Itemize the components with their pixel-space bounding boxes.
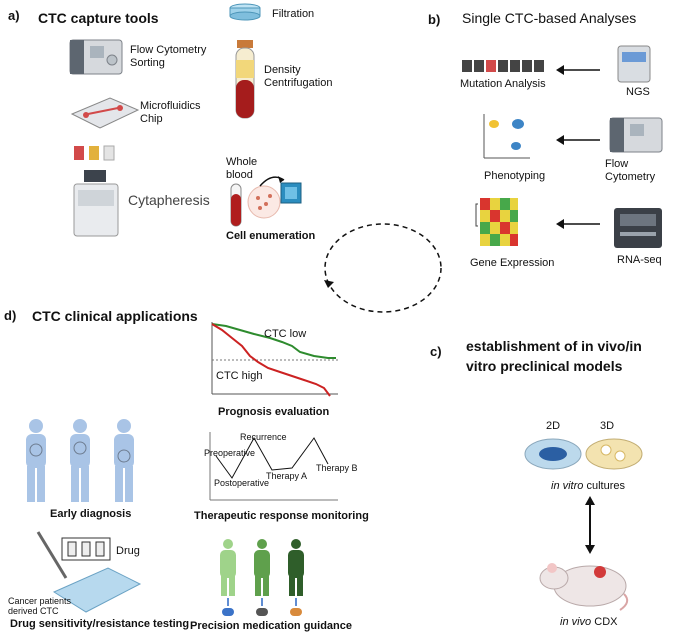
preoperative-label: Preoperative [204,448,256,458]
cancer-patients-derived-ctc-label: Cancer patients derived CTC [8,596,72,616]
therapeutic-monitoring-chart-icon [209,432,338,501]
flow-cytometer-sorter-icon [69,39,123,75]
filtration-icon [229,3,261,21]
curved-arrow-icon [259,176,285,187]
flow-cytometry-label: Flow Cytometry [605,158,656,183]
precision-medication-figures-icon [220,539,304,616]
mouse-icon [539,563,629,611]
therapy-b-label: Therapy B [316,463,358,473]
in-vitro-rest: cultures [583,480,625,492]
2d-label: 2D [546,420,561,432]
phenotyping-label: Phenotyping [484,170,546,182]
whole-blood-label: Whole blood [226,156,258,181]
pipette-icon [36,531,68,579]
recurrence-label: Recurrence [240,432,287,442]
in-vivo-cdx-label: in vivo CDX [560,616,617,629]
cell-count-chip-icon [280,182,302,204]
panel-c-title: establishment of in vivo/in vitro precli… [466,338,642,374]
petri-dish-3d-icon [585,438,643,470]
cell-enumeration-label: Cell enumeration [226,230,316,242]
cell-sample-icon [247,185,281,219]
microfluidics-chip-label: Microfluidics Chip [140,100,201,125]
drug-sensitivity-testing-label: Drug sensitivity/resistance testing [10,618,190,630]
therapeutic-response-monitoring-label: Therapeutic response monitoring [194,510,369,522]
survival-curve-chart-icon [211,322,338,397]
panel-a-title: CTC capture tools [38,10,159,26]
blood-tube-icon [230,183,242,227]
well-plate-icon [52,567,142,613]
cytapheresis-label: Cytapheresis [128,192,210,208]
mutation-analysis-label: Mutation Analysis [460,78,546,90]
precision-medication-guidance-label: Precision medication guidance [190,620,352,632]
3d-label: 3D [600,420,615,432]
panel-d-title: CTC clinical applications [32,308,198,324]
panel-d-letter: d) [4,308,17,323]
arrow-flow-to-phenotyping-icon [556,135,600,145]
panel-a-letter: a) [8,8,20,23]
panel-c-letter: c) [430,344,442,359]
dna-sequence-icon [462,60,544,72]
ctc-high-label: CTC high [216,370,263,382]
flow-cytometer-icon [609,117,663,153]
flow-cytometry-sorting-label: Flow Cytometry Sorting [130,44,207,69]
dashed-cycle-arrow-icon [324,223,442,313]
density-centrifugation-tube-icon [235,40,255,119]
density-centrifugation-label: Density Centrifugation [264,64,333,89]
prognosis-evaluation-label: Prognosis evaluation [218,406,330,418]
gene-expression-label: Gene Expression [470,257,555,269]
filtration-label: Filtration [272,8,315,20]
rna-sequencer-icon [614,208,662,248]
human-figures-icon [26,419,134,502]
in-vivo-rest: CDX [591,616,618,628]
in-vitro-italic: in vitro [551,480,584,492]
drug-vials-icon [61,537,111,561]
panel-b-letter: b) [428,12,441,27]
double-arrow-icon [585,496,595,554]
therapy-a-label: Therapy A [266,471,308,481]
gene-expression-heatmap-icon [475,198,518,246]
in-vivo-italic: in vivo [560,616,592,628]
early-diagnosis-label: Early diagnosis [50,508,132,520]
ngs-sequencer-icon [617,45,651,83]
arrow-ngs-to-mutation-icon [556,65,600,75]
microfluidics-chip-icon [70,97,140,129]
phenotyping-scatter-plot-icon [483,114,530,159]
ctc-low-label: CTC low [264,328,307,340]
in-vitro-cultures-label: in vitro cultures [551,480,625,493]
panel-b-title: Single CTC-based Analyses [462,10,637,26]
petri-dish-2d-icon [524,438,582,470]
ngs-label: NGS [626,86,650,98]
cytapheresis-machine-icon [73,145,119,237]
arrow-rnaseq-to-gene-icon [556,219,600,229]
rna-seq-label: RNA-seq [617,254,662,266]
postoperative-label: Postoperative [214,478,270,488]
drug-label: Drug [116,545,140,557]
